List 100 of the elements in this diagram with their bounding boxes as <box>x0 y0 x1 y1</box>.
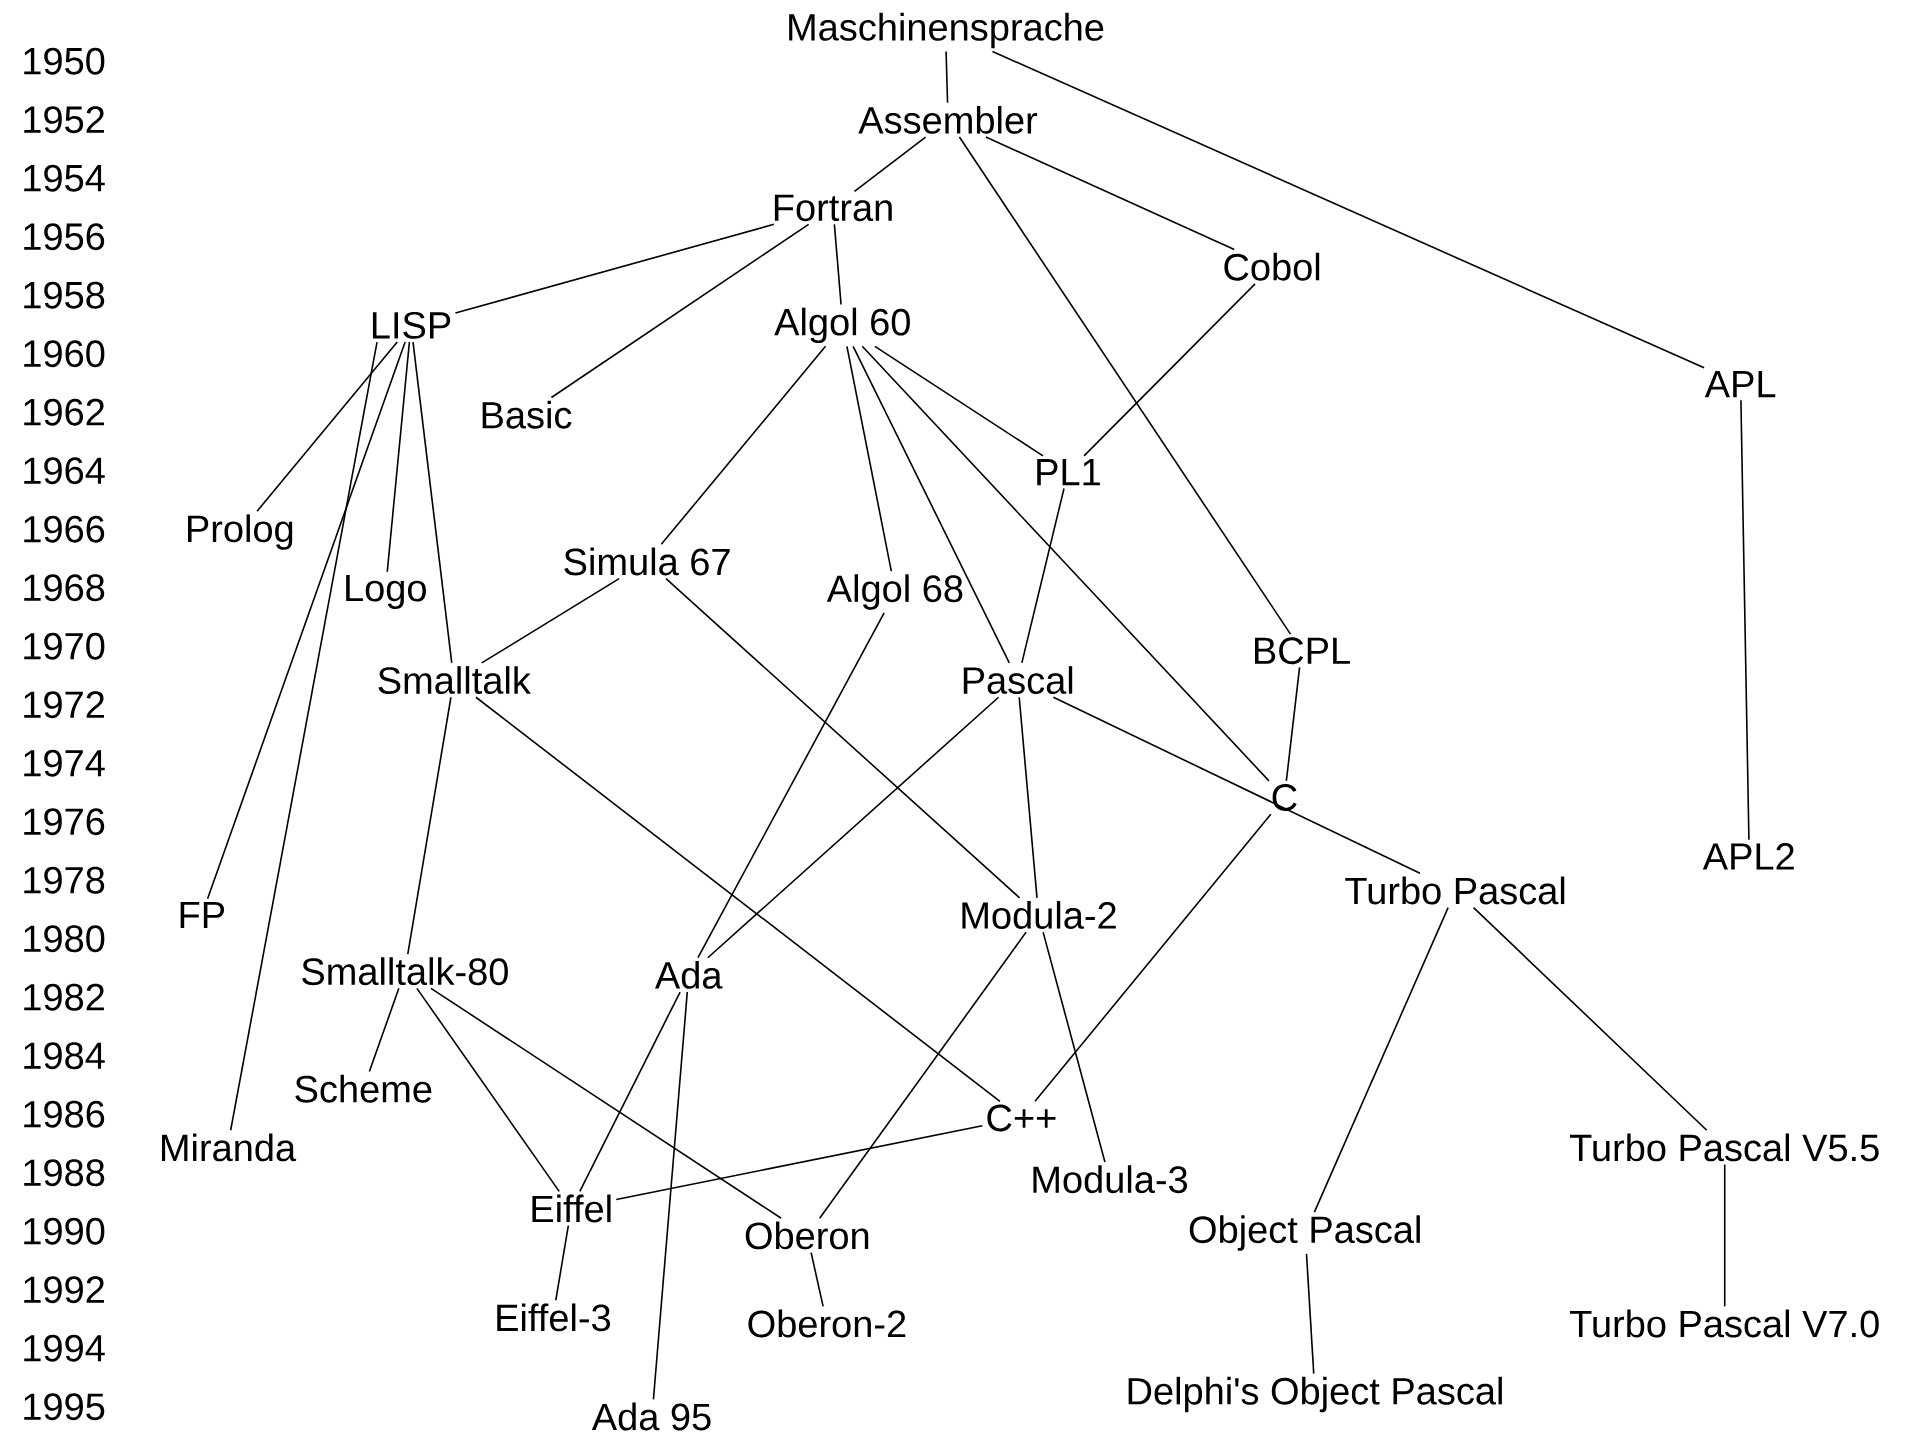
language-name: Fortran <box>774 194 892 222</box>
connector-line <box>958 136 1292 635</box>
language-name: Turbo Pascal V7.0 <box>1569 1309 1879 1338</box>
year-label: 1995 <box>24 1393 105 1421</box>
connector-line <box>861 345 1270 782</box>
language-name: APL <box>1704 371 1776 398</box>
language-name: FP <box>180 901 225 929</box>
connector-line <box>454 223 775 314</box>
connector-line <box>697 612 885 959</box>
connector-line <box>853 136 927 193</box>
language-name: Oberon <box>745 1221 869 1250</box>
language-name: Smalltalk <box>378 666 531 695</box>
language-name: Modula-3 <box>1033 1165 1187 1194</box>
connector-line <box>1021 487 1065 664</box>
connector-line <box>1285 666 1301 782</box>
connector-line <box>386 341 411 573</box>
connector-line <box>416 987 560 1193</box>
connector-line <box>480 577 620 664</box>
year-label: 1976 <box>24 808 105 836</box>
year-label: 1958 <box>24 281 105 309</box>
connector-line <box>412 341 453 664</box>
language-name: Basic <box>482 400 572 429</box>
language-name: Prolog <box>188 514 293 550</box>
language-name: C++ <box>987 1104 1056 1132</box>
connector-line <box>1052 696 1421 875</box>
language-name: Turbo Pascal V5.5 <box>1569 1133 1879 1162</box>
year-label: 1990 <box>24 1217 105 1245</box>
language-name: Pascal <box>963 666 1073 695</box>
language-name: LISP <box>372 311 451 339</box>
language-name: APL2 <box>1702 843 1794 870</box>
year-label: 1992 <box>24 1276 104 1304</box>
language-name: Eiffel-3 <box>497 1303 611 1332</box>
connector-line <box>555 1224 570 1302</box>
year-label: 1956 <box>24 223 105 251</box>
language-name: Algol 68 <box>826 574 963 610</box>
language-name: Scheme <box>295 1074 432 1103</box>
connector-line <box>833 223 842 306</box>
connector-line <box>368 987 400 1073</box>
connector-line <box>1018 696 1038 899</box>
language-name: PL1 <box>1037 459 1100 486</box>
connector-line <box>475 696 1001 1103</box>
connector-line <box>229 341 378 1132</box>
connector-line <box>818 931 1027 1220</box>
year-label: 1950 <box>24 47 105 75</box>
language-name: Maschinensprache <box>789 12 1104 49</box>
connector-line <box>1305 1253 1315 1375</box>
connector-line <box>652 991 689 1401</box>
connector-line <box>206 341 406 900</box>
language-name: Logo <box>346 574 426 609</box>
connector-line <box>846 345 893 572</box>
connector-line <box>874 345 1044 457</box>
language-name: Ada 95 <box>591 1402 711 1431</box>
language-name: Assembler <box>858 105 1038 134</box>
connector-line <box>1034 813 1272 1103</box>
language-name: BCPL <box>1255 637 1350 665</box>
year-label: 1970 <box>24 632 105 660</box>
year-label: 1952 <box>24 106 104 134</box>
year-label: 1964 <box>24 457 105 485</box>
connector-line <box>579 991 681 1193</box>
year-label: 1986 <box>24 1100 105 1128</box>
language-name: Object Pascal <box>1189 1215 1420 1251</box>
language-name: Modula-2 <box>962 901 1116 929</box>
language-name: Turbo Pascal <box>1345 876 1565 905</box>
connector-line <box>945 50 949 104</box>
year-label: 1978 <box>24 866 105 894</box>
year-label: 1984 <box>24 1042 105 1070</box>
connector-line <box>1723 1163 1726 1308</box>
connector-line <box>660 345 827 546</box>
language-name: Cobol <box>1224 252 1320 281</box>
year-label: 1994 <box>24 1334 105 1362</box>
connector-line <box>707 696 1000 959</box>
connector-line <box>852 345 1011 664</box>
connector-line <box>550 223 810 399</box>
year-label: 1966 <box>24 515 105 543</box>
connector-line <box>1472 906 1708 1132</box>
connector-line <box>407 696 452 955</box>
year-label: 1980 <box>24 925 105 953</box>
connector-line <box>985 136 1236 251</box>
language-name: Eiffel <box>532 1194 611 1223</box>
year-label: 1982 <box>24 983 104 1011</box>
language-name: Miranda <box>162 1133 297 1162</box>
language-name: Simula 67 <box>564 547 730 576</box>
connector-line <box>256 341 399 512</box>
year-label: 1988 <box>24 1159 105 1187</box>
year-label: 1962 <box>24 398 104 426</box>
connector-line <box>1313 906 1449 1213</box>
connector-line <box>615 1125 984 1201</box>
year-label: 1960 <box>24 340 105 368</box>
connector-line <box>1740 399 1750 841</box>
connector-line <box>1042 931 1106 1163</box>
connector-line <box>665 577 1021 899</box>
connector-line <box>810 1251 824 1308</box>
language-name: Smalltalk-80 <box>302 957 508 986</box>
year-label: 1974 <box>24 749 105 777</box>
year-label: 1954 <box>24 164 105 192</box>
connector-line <box>1083 283 1256 457</box>
language-name: Oberon-2 <box>748 1309 906 1338</box>
connector-line <box>430 987 782 1220</box>
language-name: Algol 60 <box>774 307 910 344</box>
year-label: 1972 <box>24 691 104 719</box>
